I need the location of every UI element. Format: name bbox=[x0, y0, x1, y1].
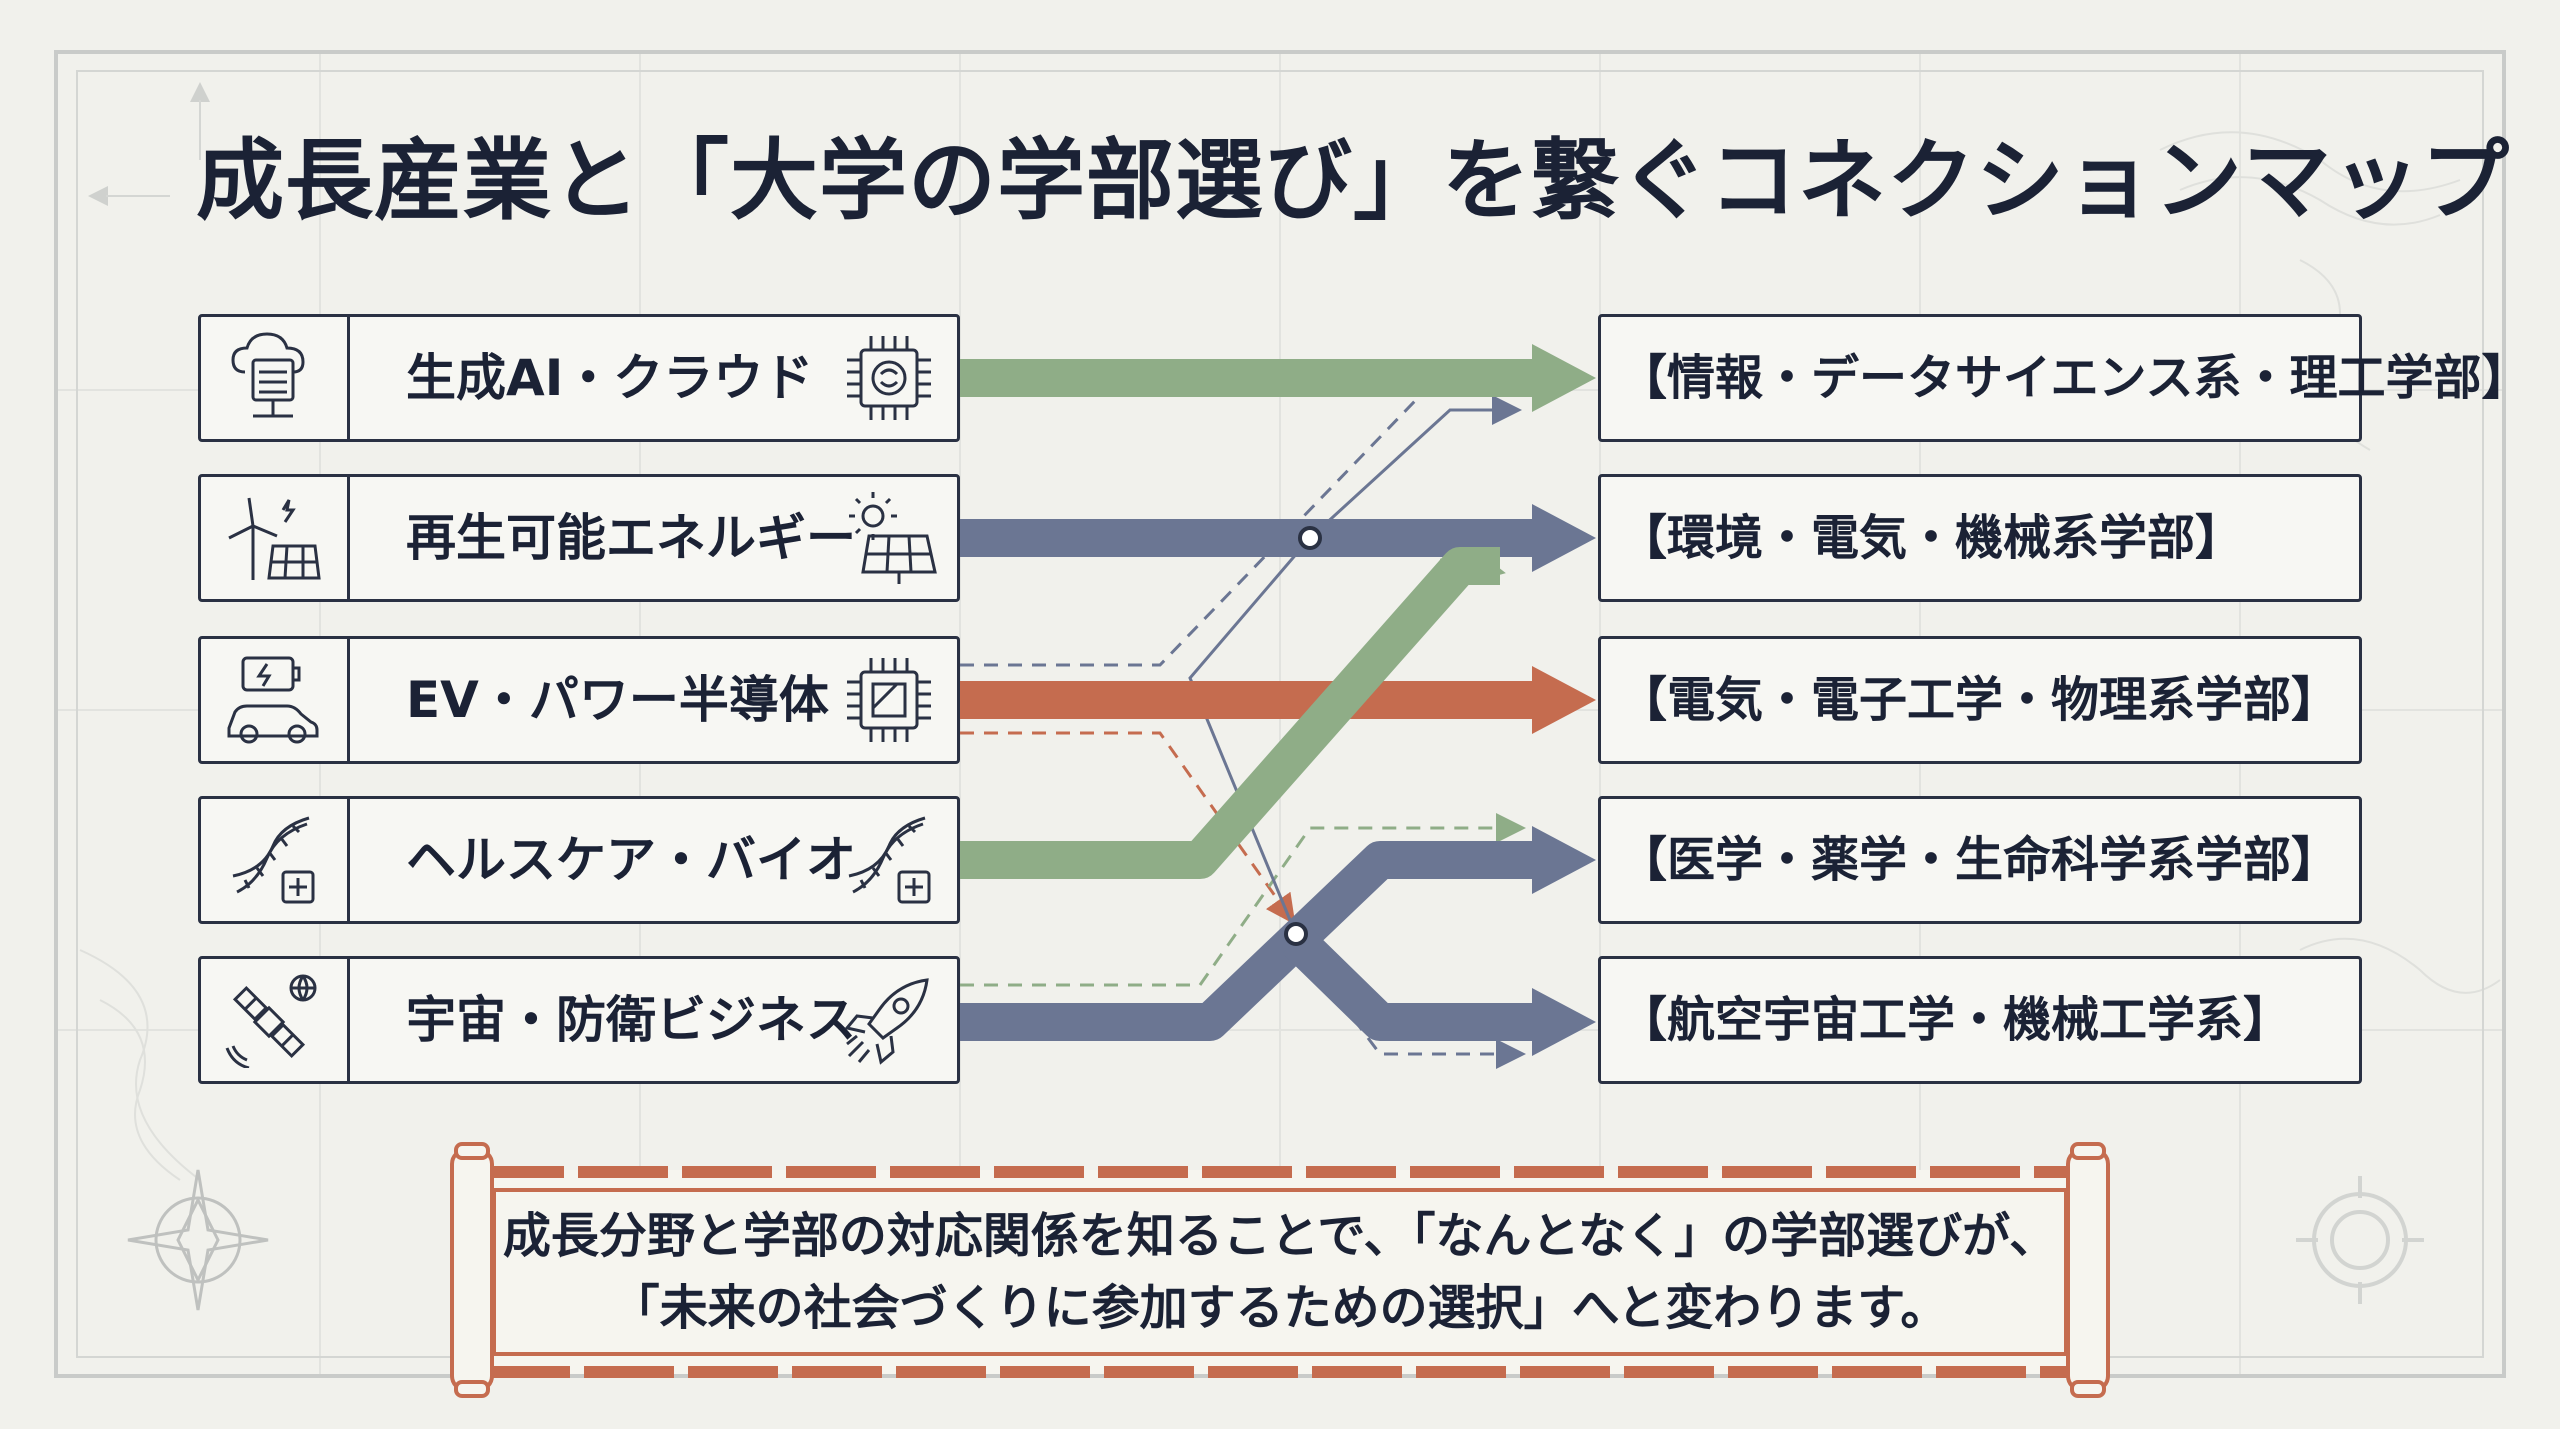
wind-solar-icon bbox=[198, 474, 350, 602]
page-title: 成長産業と「大学の学部選び」を繋ぐコネクションマップ bbox=[196, 129, 2511, 232]
faculty-box: 【医学・薬学・生命科学系学部】 bbox=[1598, 796, 2362, 924]
arrowhead bbox=[1532, 504, 1596, 572]
compass-icon bbox=[127, 1169, 269, 1311]
cloud-server-icon bbox=[198, 314, 350, 442]
arrowhead bbox=[1532, 666, 1596, 734]
message-line-1: 成長分野と学部の対応関係を知ることで、「なんとなく」の学部選びが、 bbox=[502, 1208, 2058, 1264]
conclusion-message: 成長分野と学部の対応関係を知ることで、「なんとなく」の学部選びが、 「未来の社会… bbox=[458, 1200, 2102, 1344]
industry-label: 宇宙・防衛ビジネス bbox=[406, 991, 856, 1049]
solar-panel-icon bbox=[834, 486, 944, 590]
industry-row: 宇宙・防衛ビジネス bbox=[198, 956, 960, 1084]
faculty-label: 【環境・電気・機械系学部】 bbox=[1619, 510, 2244, 566]
crosshair-icon bbox=[2296, 1176, 2424, 1304]
faculty-label: 【情報・データサイエンス系・理工学部】 bbox=[1619, 350, 2530, 406]
industry-row: 再生可能エネルギー bbox=[198, 474, 960, 602]
junction-node bbox=[1298, 526, 1322, 550]
industry-label: 生成AI・クラウド bbox=[406, 349, 814, 407]
industry-row: ヘルスケア・バイオ bbox=[198, 796, 960, 924]
industry-box bbox=[198, 314, 960, 442]
battery-car-icon bbox=[198, 636, 350, 764]
faculty-label: 【航空宇宙工学・機械工学系】 bbox=[1619, 992, 2292, 1048]
arrowhead bbox=[1532, 988, 1596, 1056]
rocket-icon bbox=[834, 968, 944, 1072]
junction-node bbox=[1284, 922, 1308, 946]
industry-box bbox=[198, 636, 960, 764]
industry-box bbox=[198, 956, 960, 1084]
faculty-label: 【電気・電子工学・物理系学部】 bbox=[1619, 672, 2340, 728]
faculty-box: 【情報・データサイエンス系・理工学部】 bbox=[1598, 314, 2530, 442]
ai-chip-icon bbox=[834, 326, 944, 430]
thin-connector bbox=[1308, 395, 1522, 540]
faculty-box: 【環境・電気・機械系学部】 bbox=[1598, 474, 2362, 602]
arrow-health-to-env bbox=[960, 547, 1500, 879]
thin-connector bbox=[1188, 537, 1312, 921]
industry-label: EV・パワー半導体 bbox=[406, 671, 829, 729]
faculty-label: 【医学・薬学・生命科学系学部】 bbox=[1619, 832, 2340, 888]
arrowhead bbox=[1532, 344, 1596, 412]
dashed-connector bbox=[960, 731, 1296, 925]
dashed-connector bbox=[960, 813, 1526, 987]
semiconductor-chip-icon bbox=[834, 648, 944, 752]
industry-label: 再生可能エネルギー bbox=[406, 509, 856, 567]
industry-row: 生成AI・クラウド bbox=[198, 314, 960, 442]
dna-plus-icon bbox=[198, 796, 350, 924]
industry-box bbox=[198, 474, 960, 602]
arrow-bio-to-aero bbox=[1282, 926, 1540, 1041]
dna-plus-icon bbox=[834, 808, 944, 912]
industry-row: EV・パワー半導体 bbox=[198, 636, 960, 764]
faculty-box: 【航空宇宙工学・機械工学系】 bbox=[1598, 956, 2362, 1084]
faculty-box: 【電気・電子工学・物理系学部】 bbox=[1598, 636, 2362, 764]
industry-label: ヘルスケア・バイオ bbox=[406, 831, 856, 889]
industry-box bbox=[198, 796, 960, 924]
arrowhead bbox=[1532, 826, 1596, 894]
message-line-2: 「未来の社会づくりに参加するための選択」へと変わります。 bbox=[611, 1280, 1949, 1336]
satellite-icon bbox=[198, 956, 350, 1084]
